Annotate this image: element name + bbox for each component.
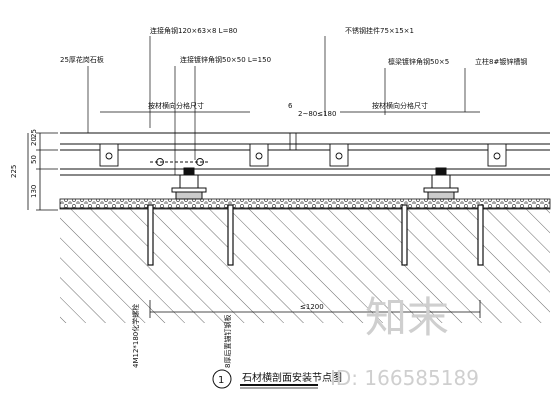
watermark-id: ID: 166585189 xyxy=(330,366,479,390)
label-channel: 立柱8#镀锌槽钢 xyxy=(475,57,527,66)
stone-clips xyxy=(99,143,507,167)
label-spacing-right: 按材横向分格尺寸 xyxy=(372,101,428,110)
dim-d: 130 xyxy=(30,185,38,198)
watermark-brand: 知末 xyxy=(365,293,449,342)
drawing-title: 1 石材横剖面安装节点图 xyxy=(212,369,342,389)
label-joist-angle: 檩梁镀锌角钢50×5 xyxy=(388,57,449,66)
dim-b: 20 xyxy=(30,137,38,146)
label-angle-50: 连接镀锌角钢50×50 L=150 xyxy=(180,55,271,64)
concrete-slab xyxy=(60,207,550,323)
label-gap: 6 xyxy=(288,102,293,110)
label-bolt: 4M12*180化学螺栓 xyxy=(131,304,140,368)
label-spacing-left: 按材横向分格尺寸 xyxy=(148,101,204,110)
title-text: 石材横剖面安装节点图 xyxy=(242,371,342,384)
title-number: 1 xyxy=(218,375,224,386)
leader-lines xyxy=(87,36,480,175)
label-steel-plate: 不锈钢挂件75×15×1 xyxy=(345,26,414,35)
bracket-right xyxy=(423,167,459,200)
label-granite: 25厚花岗石板 xyxy=(60,55,104,64)
dim-total: 225 xyxy=(10,165,18,178)
label-range: 2~80≤180 xyxy=(298,110,336,118)
dim-c: 25 xyxy=(30,129,38,138)
aggregate-layer xyxy=(59,198,551,210)
label-anchor: 8厚后置锚钉钢板 xyxy=(223,315,232,368)
span-dim-text: ≤1200 xyxy=(300,303,324,311)
label-angle-120: 连接角钢120×63×8 L=80 xyxy=(150,26,237,35)
span-dimension xyxy=(149,300,481,318)
granite-panel xyxy=(60,132,550,176)
anchor-bolts xyxy=(147,204,484,266)
vertical-dimensions xyxy=(27,132,58,211)
bracket-left xyxy=(171,167,207,200)
dim-a: 50 xyxy=(30,155,38,164)
